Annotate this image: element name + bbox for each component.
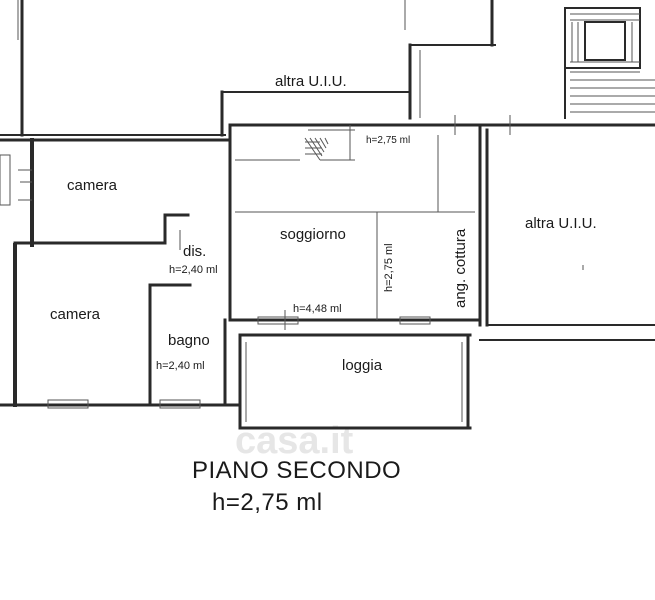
label-altra-uiu-right: altra U.I.U. [525, 215, 597, 232]
staircase-soggiorno [304, 137, 355, 161]
caption-height: h=2,75 ml [212, 489, 323, 516]
label-stair-height: h=2,75 ml [366, 135, 410, 146]
label-dis: dis. [183, 243, 206, 260]
staircase-top-right [564, 7, 655, 119]
label-soggiorno-width: h=4,48 ml [293, 303, 342, 315]
label-loggia: loggia [342, 357, 383, 374]
label-altra-uiu-top: altra U.I.U. [275, 73, 347, 90]
openings [0, 115, 584, 409]
watermark-text: casa.it [235, 420, 354, 462]
label-bagno: bagno [168, 332, 210, 349]
label-bagno-height: h=2,40 ml [156, 360, 205, 372]
label-camera-top: camera [67, 177, 118, 194]
label-soggiorno-depth: h=2,75 ml [383, 243, 395, 292]
label-soggiorno: soggiorno [280, 226, 346, 243]
label-dis-height: h=2,40 ml [169, 264, 218, 276]
label-cottura: ang. cottura [452, 228, 469, 308]
apartment-walls [0, 123, 655, 430]
label-camera-bottom: camera [50, 306, 101, 323]
caption-floor: PIANO SECONDO [192, 457, 401, 484]
neighbour-unit-top [0, 0, 496, 137]
